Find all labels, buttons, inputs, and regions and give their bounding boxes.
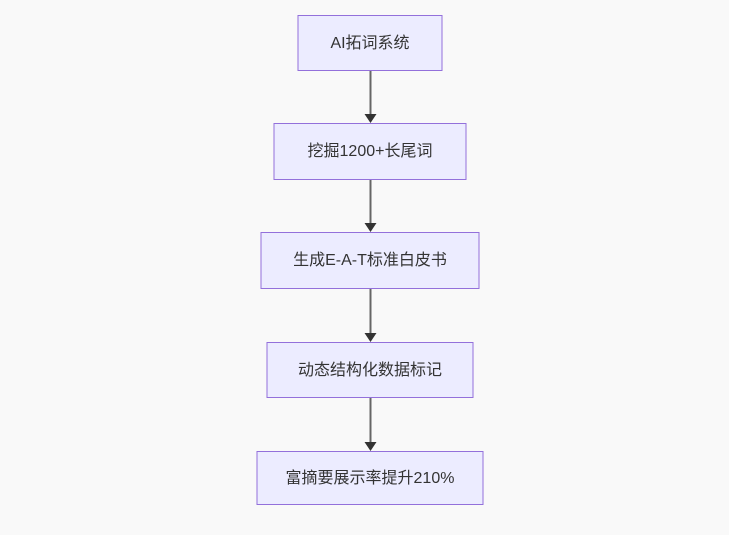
edge-line (369, 398, 371, 443)
node-label: 富摘要展示率提升210% (285, 469, 455, 487)
arrow-down-icon (364, 442, 376, 451)
node-label: 挖掘1200+长尾词 (307, 143, 433, 160)
edge-b-to-c (364, 180, 376, 232)
edge-a-to-b (364, 71, 376, 123)
node-eat-standard-whitepaper: 生成E-A-T标准白皮书 (260, 232, 480, 289)
flowchart: AI拓词系统 挖掘1200+长尾词 生成E-A-T标准白皮书 动态结构化数据标记… (256, 15, 484, 505)
node-longtail-keyword-mining: 挖掘1200+长尾词 (273, 123, 467, 180)
edge-line (369, 180, 371, 224)
edge-d-to-e (364, 398, 376, 451)
node-label: AI拓词系统 (330, 34, 410, 52)
node-label: 生成E-A-T标准白皮书 (293, 252, 447, 269)
edge-line (369, 289, 371, 334)
node-dynamic-structured-data-markup: 动态结构化数据标记 (266, 342, 474, 398)
arrow-down-icon (364, 333, 376, 342)
edge-c-to-d (364, 289, 376, 342)
arrow-down-icon (364, 114, 376, 123)
arrow-down-icon (364, 223, 376, 232)
node-ai-keyword-expansion-system: AI拓词系统 (297, 15, 443, 71)
node-label: 动态结构化数据标记 (297, 361, 442, 379)
node-rich-snippet-rate-increase: 富摘要展示率提升210% (256, 451, 484, 505)
edge-line (369, 71, 371, 115)
